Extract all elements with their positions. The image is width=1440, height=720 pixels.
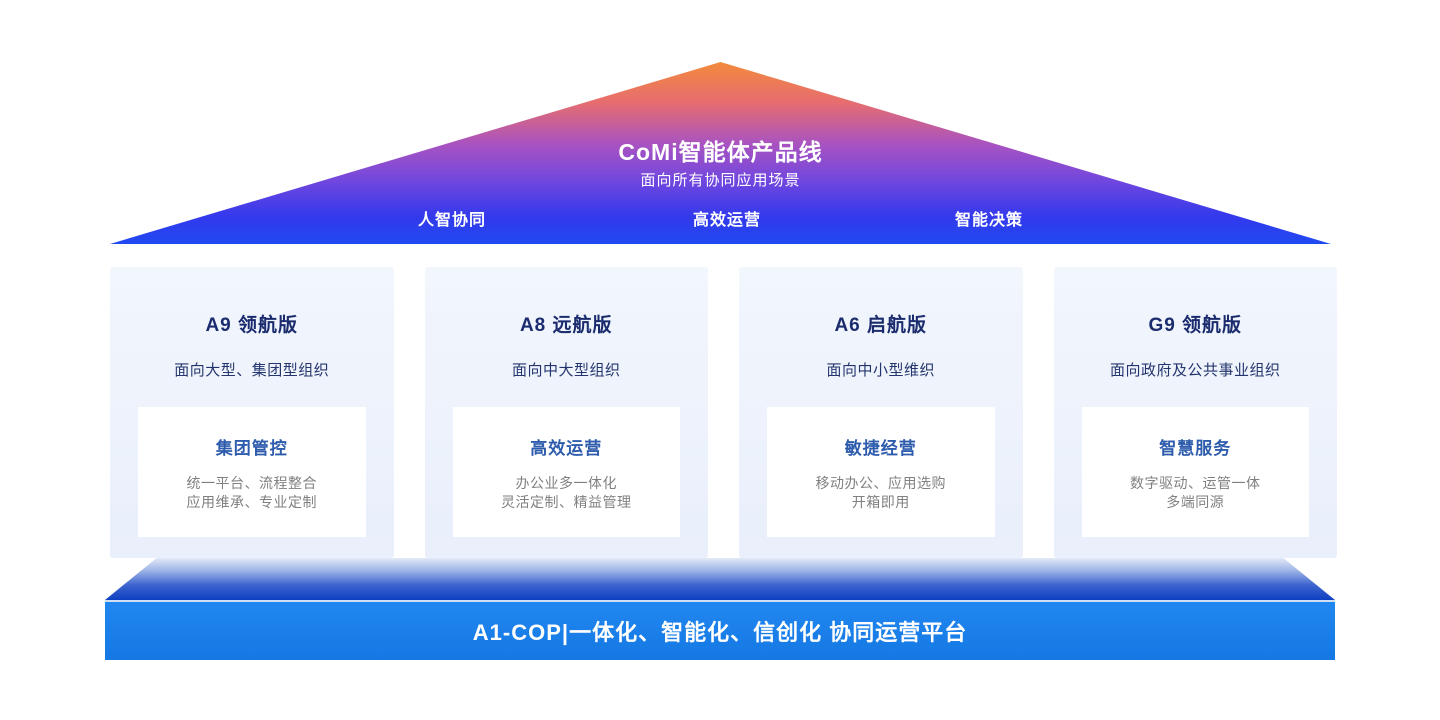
feature-title: 高效运营 [530,439,603,458]
feature-desc-line1: 统一平台、流程整合 [186,475,317,491]
feature-desc-line1: 数字驱动、运管一体 [1130,475,1261,491]
feature-title: 敏捷经营 [844,439,917,458]
product-audience: 面向政府及公共事业组织 [1109,362,1281,379]
platform-top-face [105,558,1335,600]
product-card-a9: A9 领航版 面向大型、集团型组织 集团管控 统一平台、流程整合 应用维承、专业… [110,267,394,558]
product-title: A6 启航版 [834,315,928,336]
product-audience: 面向大型、集团型组织 [174,362,330,379]
product-audience: 面向中大型组织 [511,362,621,379]
platform-label: A1-COP|一体化、智能化、信创化 协同运营平台 [472,620,968,645]
pyramid-roof: CoMi智能体产品线 面向所有协同应用场景 人智协同 高效运营 智能决策 [110,62,1331,244]
product-title: G9 领航版 [1148,315,1243,336]
pyramid-label-efficient-operation: 高效运营 [692,212,762,229]
feature-desc-line1: 办公业多一体化 [515,475,617,491]
feature-title: 智慧服务 [1159,439,1232,458]
feature-box: 集团管控 统一平台、流程整合 应用维承、专业定制 [138,407,366,537]
pyramid-subtitle: 面向所有协同应用场景 [640,172,801,189]
product-cards-row: A9 领航版 面向大型、集团型组织 集团管控 统一平台、流程整合 应用维承、专业… [110,267,1337,558]
pyramid-title: CoMi智能体产品线 [618,139,823,165]
product-title: A9 领航版 [205,315,299,336]
feature-desc-line2: 开箱即用 [851,494,910,510]
product-card-g9: G9 领航版 面向政府及公共事业组织 智慧服务 数字驱动、运管一体 多端同源 [1053,267,1337,558]
pyramid-label-intelligent-decision: 智能决策 [954,212,1024,229]
feature-desc-line1: 移动办公、应用选购 [815,475,946,491]
pyramid-label-human-ai-collaboration: 人智协同 [417,212,487,229]
platform-edge-highlight [105,600,1335,602]
feature-desc-line2: 应用维承、专业定制 [186,494,317,510]
feature-box: 智慧服务 数字驱动、运管一体 多端同源 [1081,407,1309,537]
product-audience: 面向中小型维织 [826,362,935,379]
feature-box: 敏捷经营 移动办公、应用选购 开箱即用 [767,407,995,537]
feature-box: 高效运营 办公业多一体化 灵活定制、精益管理 [452,407,680,537]
platform-front-face: A1-COP|一体化、智能化、信创化 协同运营平台 [105,602,1335,660]
feature-title: 集团管控 [215,439,288,458]
product-card-a6: A6 启航版 面向中小型维织 敏捷经营 移动办公、应用选购 开箱即用 [739,267,1023,558]
feature-desc-line2: 多端同源 [1166,494,1225,510]
feature-desc-line2: 灵活定制、精益管理 [501,494,632,510]
product-title: A8 远航版 [519,315,613,336]
product-card-a8: A8 远航版 面向中大型组织 高效运营 办公业多一体化 灵活定制、精益管理 [424,267,708,558]
